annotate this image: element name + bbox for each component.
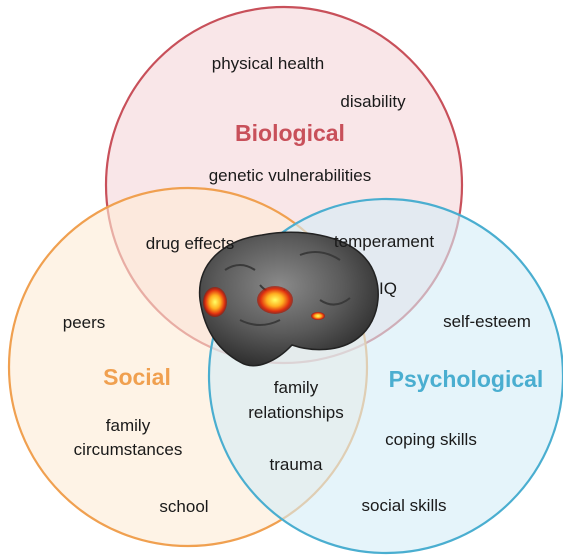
overlap-relationships: relationships: [248, 403, 343, 422]
overlap-family: family: [274, 378, 319, 397]
social-item-peers: peers: [63, 313, 106, 332]
social-item-family: family: [106, 416, 151, 435]
psych-item-social-skills: social skills: [361, 496, 446, 515]
overlap-trauma: trauma: [270, 455, 323, 474]
social-heading: Social: [103, 364, 171, 390]
social-item-school: school: [159, 497, 208, 516]
psychological-heading: Psychological: [389, 366, 544, 392]
biological-heading: Biological: [235, 120, 345, 146]
bio-item-physical-health: physical health: [212, 54, 324, 73]
social-item-circumstances: circumstances: [74, 440, 183, 459]
brain-scan-icon: [198, 231, 379, 367]
overlap-drug-effects: drug effects: [146, 234, 235, 253]
psych-item-self-esteem: self-esteem: [443, 312, 531, 331]
psych-item-coping-skills: coping skills: [385, 430, 477, 449]
overlap-iq: IQ: [379, 279, 397, 298]
bio-item-genetic-vulnerabilities: genetic vulnerabilities: [209, 166, 372, 185]
bio-item-disability: disability: [340, 92, 406, 111]
overlap-temperament: temperament: [334, 232, 434, 251]
